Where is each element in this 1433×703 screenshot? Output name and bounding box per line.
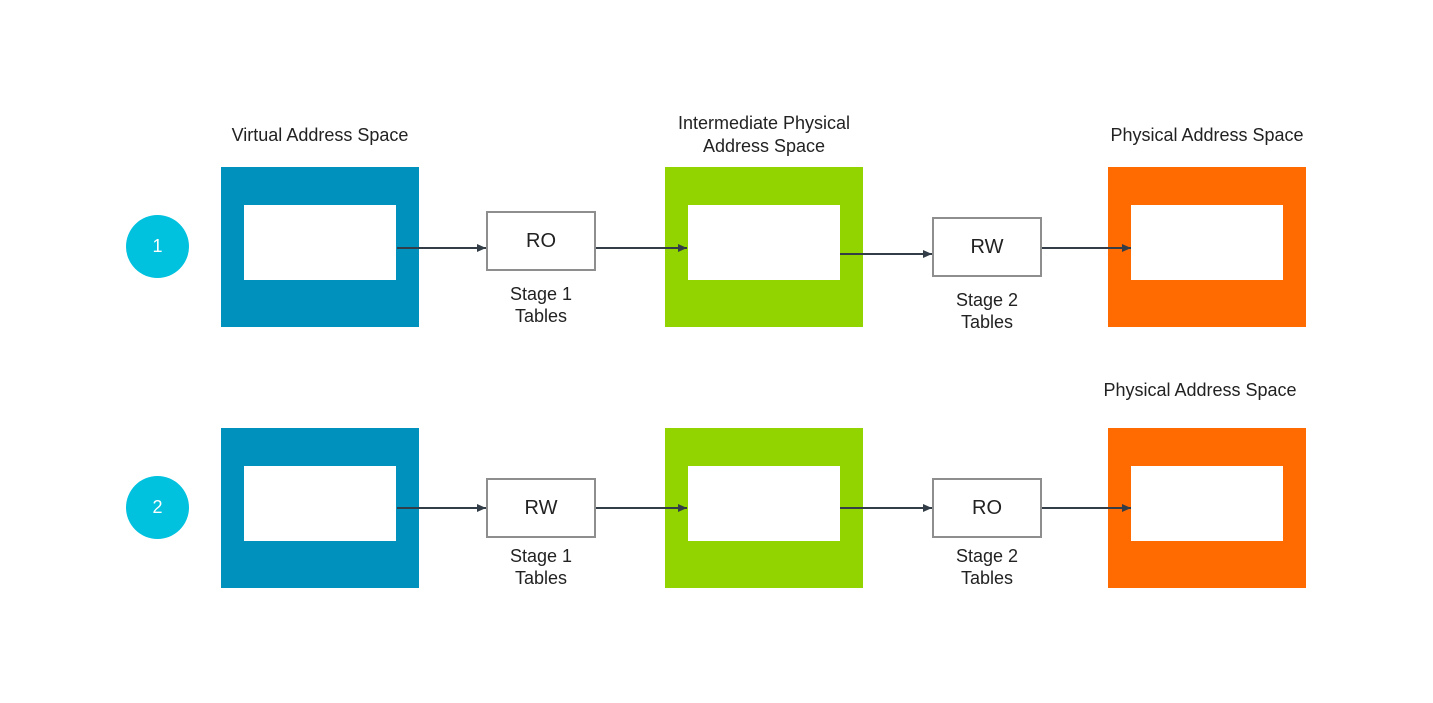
intermediate-label-line-1: Intermediate Physical (677, 113, 851, 133)
intermediate-label-line-2: Address Space (702, 136, 826, 156)
row-2-stage-2-permission: RO (932, 478, 1042, 538)
virtual-address-space-label: Virtual Address Space (231, 125, 409, 145)
row-2-number-badge: 2 (126, 476, 189, 539)
row-2-virtual-address-space (221, 428, 419, 588)
row-1-intermediate-address-space (665, 167, 863, 327)
row-1-stage-1-permission: RO (486, 211, 596, 271)
row-1-stage-2-permission: RW (932, 217, 1042, 277)
row-2-physical-address-space (1108, 428, 1306, 588)
physical-address-space-label-row2: Physical Address Space (1103, 380, 1297, 400)
row-2-intermediate-address-space (665, 428, 863, 588)
row-1-physical-address-space (1108, 167, 1306, 327)
row-1-virtual-address-space (221, 167, 419, 327)
intermediate-address-space-label: Intermediate Physical Address Space (640, 112, 888, 158)
row-1-number-badge: 1 (126, 215, 189, 278)
row-2-stage-1-permission: RW (486, 478, 596, 538)
physical-address-space-label-row1: Physical Address Space (1110, 125, 1304, 145)
